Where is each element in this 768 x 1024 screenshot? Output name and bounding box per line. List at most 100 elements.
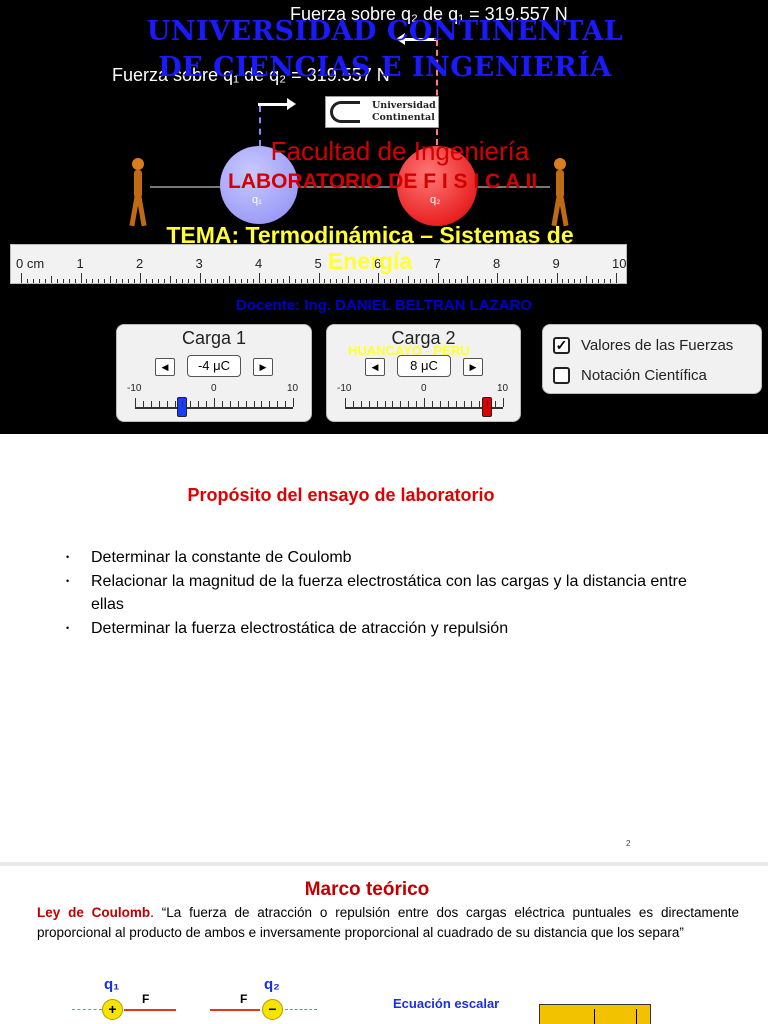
carga2-min-label: -10 <box>337 383 352 394</box>
ruler-label: 8 <box>493 256 501 271</box>
slider-tick <box>237 401 239 407</box>
carga1-slider-thumb[interactable] <box>177 397 188 417</box>
ruler-tick <box>187 279 189 283</box>
ruler-tick <box>270 279 272 283</box>
ruler-tick <box>276 279 278 283</box>
list-item: Determinar la constante de Coulomb <box>64 546 704 570</box>
carga2-slider-track[interactable] <box>345 407 503 409</box>
ruler-tick <box>336 279 338 283</box>
force-label-left: F <box>142 992 150 1006</box>
purpose-heading: Propósito del ensayo de laboratorio <box>187 485 495 505</box>
carga2-decrement-button[interactable]: ◀ <box>365 358 385 376</box>
slider-tick <box>135 398 136 407</box>
ruler-label: 2 <box>136 256 144 271</box>
ruler-tick <box>550 279 552 283</box>
slider-tick <box>158 401 160 407</box>
ruler-tick <box>98 279 100 283</box>
carga1-title: Carga 1 <box>181 328 247 348</box>
slider-tick <box>487 401 489 407</box>
ruler-tick <box>574 279 576 283</box>
ruler-tick <box>44 279 46 283</box>
force-label-right: F <box>240 992 248 1006</box>
carga2-title: Carga 2 <box>391 328 456 348</box>
charge-q1-label: q₁ <box>252 194 262 206</box>
slider-tick <box>277 401 279 407</box>
ruler-tick <box>348 276 350 283</box>
logo-text-line2: Continental <box>372 112 435 123</box>
ruler-tick <box>425 279 427 283</box>
slider-tick <box>261 401 263 407</box>
scientific-notation-label[interactable]: Notación Científica <box>581 367 707 384</box>
ruler-tick <box>151 279 153 283</box>
force-on-q2-readout: Fuerza sobre q₂ de q₁ = 319.557 N <box>290 4 568 24</box>
carga2-max-label: 10 <box>497 383 509 394</box>
ruler-tick <box>163 279 165 283</box>
carga2-increment-button[interactable]: ▶ <box>463 358 483 376</box>
ruler-tick <box>497 273 498 283</box>
instructor-line: Docente: Ing. DANIEL BELTRAN LAZARO <box>236 297 533 314</box>
ruler-tick <box>318 273 320 283</box>
force-values-label[interactable]: Valores de las Fuerzas <box>581 337 734 354</box>
topic-title: TEMA: Termodinámica – Sistemas de Energí… <box>166 222 574 274</box>
slide-2: Propósito del ensayo de laboratorio Dete… <box>0 434 768 862</box>
field-line-left <box>72 1009 102 1010</box>
ruler-label: 7 <box>433 256 441 271</box>
carga1-decrement-button[interactable]: ◀ <box>155 358 175 376</box>
ruler-tick <box>407 276 409 283</box>
slider-tick <box>455 401 457 407</box>
faculty-title: Facultad de Ingeniería <box>270 136 530 166</box>
ruler-tick <box>56 279 58 283</box>
ruler-tick <box>413 279 415 283</box>
ruler-tick <box>461 279 463 283</box>
carga2-slider-thumb[interactable] <box>482 397 493 417</box>
force-arrow-left-icon <box>210 1009 260 1011</box>
carga1-value[interactable]: -4 μC <box>187 355 241 377</box>
negative-charge-icon: − <box>262 999 283 1020</box>
force-values-checkbox[interactable]: ✓ <box>553 337 570 354</box>
ruler-tick <box>74 279 76 283</box>
diagram-q1-label: q₁ <box>104 976 120 993</box>
ruler-label: 10 <box>612 256 627 271</box>
slide-1: Fuerza sobre q₂ de q₁ = 319.557 N Fuerza… <box>0 0 768 434</box>
ruler-tick <box>383 279 385 283</box>
ruler-tick <box>592 279 594 283</box>
ruler-tick <box>556 273 558 283</box>
ruler-tick <box>128 279 130 283</box>
slider-tick <box>352 401 354 407</box>
slider-tick <box>166 401 168 407</box>
ruler-tick <box>199 273 201 283</box>
ruler-tick <box>568 279 570 283</box>
ruler-tick <box>306 279 308 283</box>
logo-text-line1: Universidad <box>372 100 436 111</box>
ruler-tick <box>264 279 266 283</box>
diagram-q2-label: q₂ <box>264 976 280 993</box>
carga1-increment-button[interactable]: ▶ <box>253 358 273 376</box>
purpose-list: Determinar la constante de Coulomb Relac… <box>64 546 704 640</box>
ruler-tick <box>38 279 40 283</box>
ruler-tick <box>520 279 522 283</box>
ruler-tick <box>247 279 249 283</box>
carga2-value[interactable]: 8 μC <box>397 355 451 377</box>
charge-q1[interactable]: q₁ <box>220 146 298 224</box>
carga2-panel: Carga 2 ◀ 8 μC ▶ -10 0 10 <box>326 324 521 422</box>
slide-3: Marco teórico Ley de Coulomb. “La fuerza… <box>0 866 768 1024</box>
ruler-tick <box>116 279 118 283</box>
page-number: 2 <box>626 839 631 848</box>
ruler-tick <box>288 276 290 283</box>
slider-tick <box>142 401 144 407</box>
ruler-tick <box>437 273 439 283</box>
coulomb-law-text: . “La fuerza de atracción o repulsión en… <box>37 905 739 940</box>
slider-tick <box>285 401 287 407</box>
ruler-tick <box>92 279 94 283</box>
university-logo: Universidad Continental <box>325 96 439 128</box>
slider-tick <box>376 401 378 407</box>
ruler-tick <box>217 279 219 283</box>
scientific-notation-checkbox[interactable] <box>553 367 570 384</box>
charge-q2[interactable]: q₂ <box>397 146 477 226</box>
carga1-slider-track[interactable] <box>135 407 293 409</box>
ruler-tick <box>330 279 332 283</box>
list-item: Determinar la fuerza electrostática de a… <box>64 617 704 641</box>
ruler-tick <box>544 279 546 283</box>
field-line-right <box>285 1009 317 1010</box>
